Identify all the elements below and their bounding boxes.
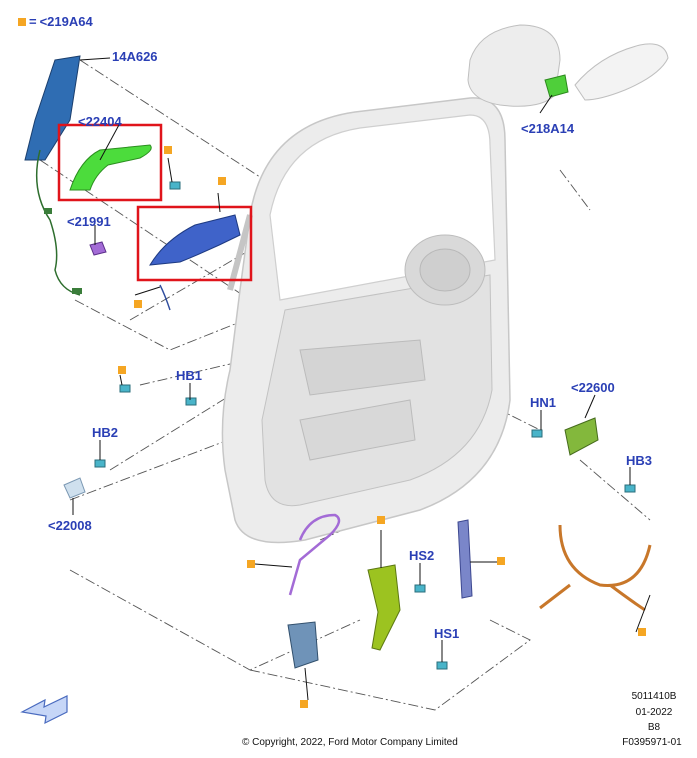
callout-22008[interactable]: <22008 <box>48 518 92 533</box>
navigation-arrow-icon[interactable] <box>20 695 68 725</box>
callout-218a14[interactable]: <218A14 <box>521 121 575 136</box>
fasteners <box>94 181 636 670</box>
callout-hb1[interactable]: HB1 <box>176 368 203 383</box>
callout-14a626[interactable]: 14A626 <box>112 49 158 64</box>
exterior-handle-assembly <box>467 24 669 107</box>
footer-figure-id: F0395971-01 <box>622 737 682 748</box>
footer-rev: B8 <box>647 722 661 733</box>
copyright-text: © Copyright, 2022, Ford Motor Company Li… <box>242 737 458 748</box>
wiring-harness-orange <box>539 524 652 612</box>
callout-hb2[interactable]: HB2 <box>92 425 119 440</box>
callout-hs2[interactable]: HS2 <box>409 548 435 563</box>
footer-date: 01-2022 <box>635 707 673 718</box>
footer-code: 5011410B <box>631 691 677 702</box>
window-bezel-part <box>24 55 82 296</box>
glass-channel-part <box>457 519 473 599</box>
release-cable-purple <box>288 513 341 596</box>
callout-21991[interactable]: <21991 <box>67 214 111 229</box>
legend-equals: = <box>29 14 37 29</box>
lock-cylinder-part <box>63 477 86 499</box>
interior-handle-green <box>69 144 152 191</box>
reference-markers <box>118 146 646 708</box>
leader-lines <box>72 57 651 701</box>
highlight-boxes <box>57 123 253 282</box>
legend: = <219A64 <box>18 14 93 29</box>
window-regulator-olive <box>367 564 401 651</box>
legend-code: <219A64 <box>39 14 93 29</box>
callout-hb3[interactable]: HB3 <box>626 453 653 468</box>
door-latch-steel <box>287 621 319 669</box>
door-panel-illustration <box>221 97 511 544</box>
latch-mechanism-blue <box>149 214 241 311</box>
callout-hs1[interactable]: HS1 <box>434 626 460 641</box>
cable-clip-purple <box>89 241 107 256</box>
bracket-part-right <box>564 417 599 456</box>
callout-22600[interactable]: <22600 <box>571 380 615 395</box>
callout-hn1[interactable]: HN1 <box>530 395 557 410</box>
callout-22404[interactable]: <22404 <box>78 114 122 129</box>
legend-marker-icon <box>18 17 26 26</box>
